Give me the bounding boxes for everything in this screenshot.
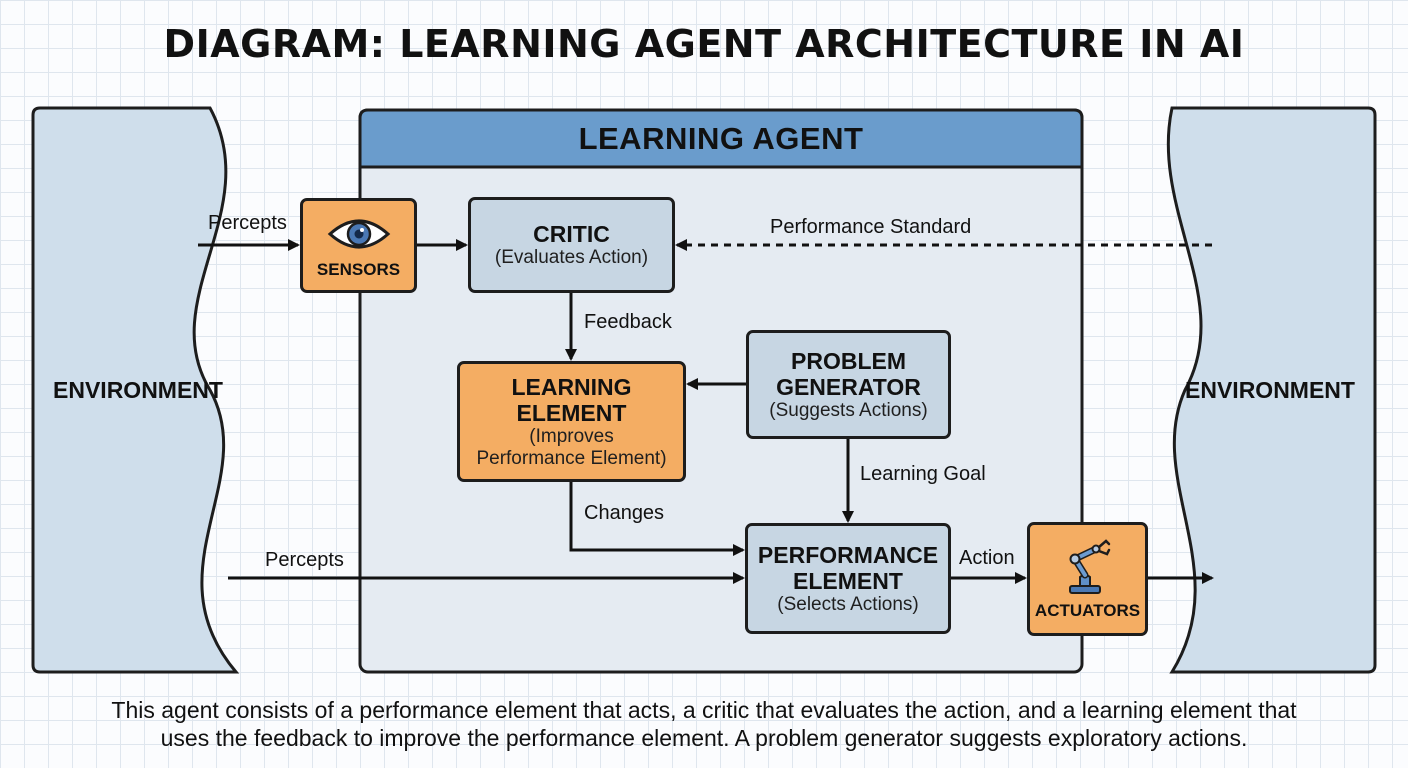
performance-element-description: (Selects Actions)	[777, 593, 919, 615]
learning-element-description-line2: Performance Element)	[476, 447, 667, 469]
actuators-box: ACTUATORS	[1027, 522, 1148, 636]
robot-arm-icon	[1058, 537, 1118, 597]
action-label: Action	[959, 547, 1015, 569]
problem-generator-description: (Suggests Actions)	[769, 399, 928, 421]
environment-left-label: ENVIRONMENT	[53, 377, 223, 403]
problem-generator-box: PROBLEM GENERATOR (Suggests Actions)	[746, 330, 951, 439]
critic-box: CRITIC (Evaluates Action)	[468, 197, 675, 293]
percepts-top-label: Percepts	[208, 212, 287, 234]
sensors-label: SENSORS	[316, 259, 401, 279]
performance-standard-label: Performance Standard	[770, 216, 972, 238]
problem-generator-name-line2: GENERATOR	[776, 373, 921, 400]
performance-element-name-line1: PERFORMANCE	[757, 541, 939, 568]
learning-element-name-line1: LEARNING	[511, 373, 632, 400]
problem-generator-name-line1: PROBLEM	[791, 347, 906, 374]
caption-line-2: uses the feedback to improve the perform…	[160, 725, 1248, 751]
diagram-caption: This agent consists of a performance ele…	[0, 696, 1408, 752]
sensors-box: SENSORS	[300, 198, 417, 293]
environment-right-label: ENVIRONMENT	[1185, 377, 1355, 403]
environment-left-panel	[31, 106, 240, 674]
environment-right-panel	[1166, 106, 1377, 674]
diagram-title: DIAGRAM: LEARNING AGENT ARCHITECTURE IN …	[163, 22, 1245, 66]
percepts-bottom-label: Percepts	[265, 549, 344, 571]
performance-element-name-line2: ELEMENT	[793, 567, 903, 594]
actuators-label: ACTUATORS	[1034, 601, 1141, 620]
learning-agent-title: LEARNING AGENT	[578, 121, 864, 156]
learning-element-description-line1: (Improves	[529, 425, 614, 447]
learning-element-name-line2: ELEMENT	[516, 399, 627, 426]
critic-name: CRITIC	[533, 221, 610, 247]
changes-arrow	[569, 482, 745, 556]
changes-label: Changes	[584, 502, 665, 524]
feedback-label: Feedback	[584, 311, 672, 333]
learning-goal-label: Learning Goal	[860, 463, 986, 485]
performance-element-box: PERFORMANCE ELEMENT (Selects Actions)	[745, 523, 951, 634]
learning-element-box: LEARNING ELEMENT (Improves Performance E…	[457, 361, 686, 482]
learning-agent-header	[358, 108, 1084, 169]
eye-icon	[327, 214, 391, 254]
caption-line-1: This agent consists of a performance ele…	[111, 697, 1297, 723]
critic-description: (Evaluates Action)	[494, 247, 649, 268]
